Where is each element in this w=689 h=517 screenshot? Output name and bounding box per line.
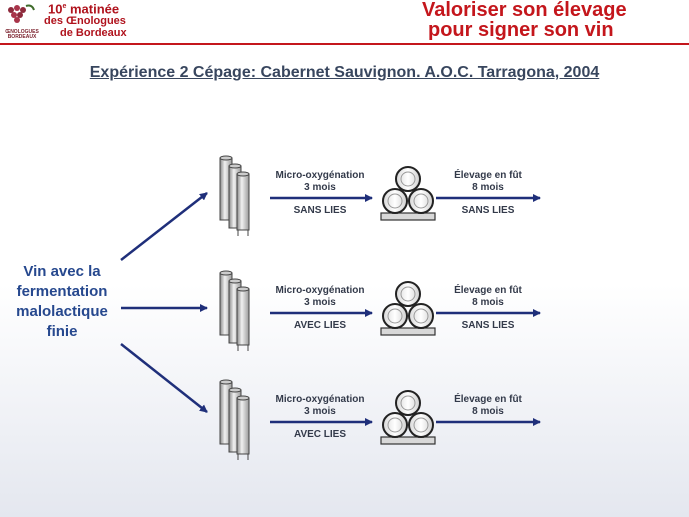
barrels-icon [380,390,436,445]
step2-label: Élevage en fût 8 mois [433,285,543,309]
source-line: malolactique [16,303,108,320]
source-line: fermentation [16,283,108,300]
tanks-icon [219,270,250,351]
event-line2: des Œnologues [44,15,126,28]
step1-name: Micro-oxygénation [275,170,365,181]
slogan: Valoriser son élevage pour signer son vi… [422,0,687,40]
step1-lees: AVEC LIES [293,429,347,440]
source-line: finie [46,323,78,340]
logo-caption: ŒNOLOGUES BORDEAUX [0,30,44,40]
event-name: 10e matinée des Œnologues de Bordeaux [42,1,142,39]
step1-duration: 3 mois [304,182,336,193]
logo-caption-line2: BORDEAUX [7,34,37,40]
step2-lees: SANS LIES [461,205,515,216]
event-line1-text: matinée [66,1,120,17]
step1-name: Micro-oxygénation [275,285,365,296]
event-line3: de Bordeaux [60,27,127,40]
oenologues-logo-icon [8,4,35,23]
tanks-icon [219,379,250,460]
step1-duration: 3 mois [304,297,336,308]
step2-lees: SANS LIES [461,320,515,331]
slide-title: Expérience 2 Cépage: Cabernet Sauvignon.… [89,64,600,81]
step1-lees: SANS LIES [293,205,347,216]
step1-label: Micro-oxygénation 3 mois [265,170,375,194]
step2-name: Élevage en fût [454,285,522,296]
step1-duration: 3 mois [304,406,336,417]
logo-caption-line1: ŒNOLOGUES [5,29,39,35]
header: ŒNOLOGUES BORDEAUX 10e matinée des Œnolo… [0,0,689,45]
step2-label: Élevage en fût 8 mois [433,170,543,194]
step2-duration: 8 mois [472,406,504,417]
header-divider [0,43,689,45]
step1-lees: AVEC LIES [293,320,347,331]
step1-name: Micro-oxygénation [275,394,365,405]
step1-label: Micro-oxygénation 3 mois [265,285,375,309]
step2-name: Élevage en fût [454,170,522,181]
tanks-icon [219,155,250,236]
step2-label: Élevage en fût 8 mois [433,394,543,418]
slogan-line2: pour signer son vin [428,19,614,41]
step2-duration: 8 mois [472,297,504,308]
source-wine-label: Vin avec la fermentation malolactique fi… [8,262,116,342]
step2-name: Élevage en fût [454,394,522,405]
branch-arrow-bottom [120,343,208,413]
barrels-icon [380,166,436,221]
branch-arrow-top [120,192,208,261]
event-edition-suffix: e [62,3,67,10]
step2-duration: 8 mois [472,182,504,193]
source-line: Vin avec la [23,263,101,280]
event-edition-number: 10 [48,1,63,17]
step1-label: Micro-oxygénation 3 mois [265,394,375,418]
barrels-icon [380,281,436,336]
slogan-line1: Valoriser son élevage [422,0,627,21]
